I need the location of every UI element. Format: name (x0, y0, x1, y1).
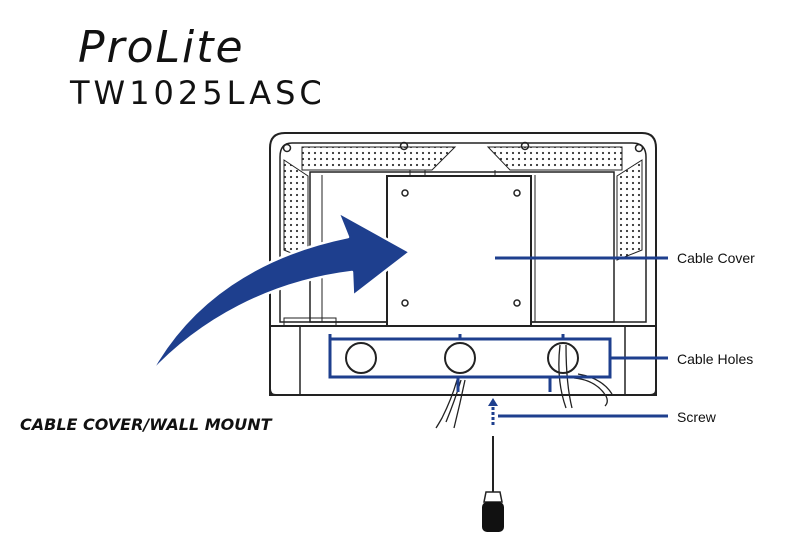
cable-hole-2 (444, 342, 476, 374)
model-name: TW1025LASC (70, 74, 326, 112)
diagram-caption: CABLE COVER/WALL MOUNT (20, 415, 272, 434)
curved-arrow-icon (148, 210, 412, 376)
cable-holes-label: Cable Holes (677, 351, 754, 367)
callout-lines (328, 256, 668, 418)
brand-logo: ProLite (78, 22, 245, 73)
screw-label: Screw (677, 409, 716, 425)
cable-hole-bar (269, 325, 657, 396)
cable-cover-plate (386, 170, 532, 327)
cable-hole-1 (345, 342, 377, 374)
cable-hole-3 (547, 342, 579, 374)
screwdriver-icon (482, 436, 504, 532)
screw-icon (488, 398, 498, 426)
cable-cover-label: Cable Cover (677, 250, 755, 266)
